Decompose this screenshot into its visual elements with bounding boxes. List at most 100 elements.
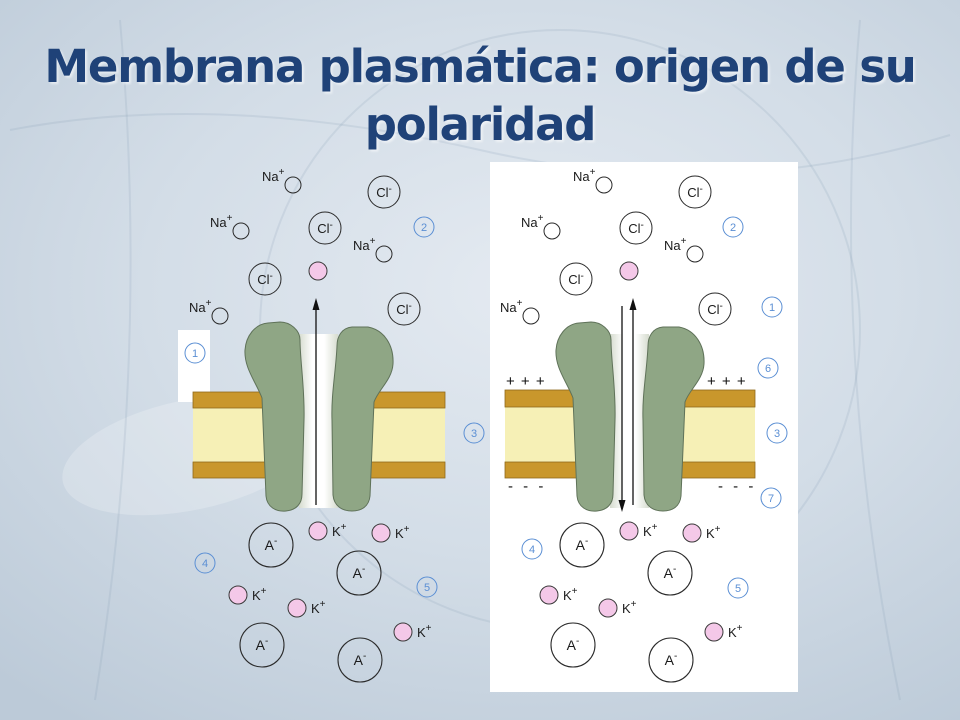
step-marker-number: 2 (421, 222, 427, 234)
sodium-symbol: Na (353, 238, 370, 253)
sodium-symbol: Na (210, 215, 227, 230)
step-marker-number: 3 (774, 428, 780, 440)
anion-symbol: A (256, 637, 266, 653)
potassium-charge: + (426, 623, 432, 634)
ions: Na+Na+Na+Na+Cl-Cl-Cl-Cl-A-A-A-A-K+K+K+K+… (500, 167, 743, 683)
anion-charge: - (674, 651, 677, 662)
chloride-symbol: Cl (376, 185, 388, 200)
sodium-charge: + (206, 298, 212, 309)
potassium-ion-circle (308, 521, 328, 541)
potassium-ion: K+ (682, 523, 721, 543)
chloride-ion-circle (248, 262, 282, 296)
chloride-symbol: Cl (628, 221, 640, 236)
potassium-symbol: K (643, 524, 652, 539)
potassium-label: K+ (395, 524, 410, 541)
chloride-ion: Cl- (387, 292, 421, 326)
chloride-symbol: Cl (317, 221, 329, 236)
sodium-ion-circle (543, 222, 561, 240)
potassium-symbol: K (332, 524, 341, 539)
ion-channel (555, 321, 705, 512)
sodium-symbol: Na (262, 169, 279, 184)
anion-label: A- (354, 651, 367, 668)
chloride-symbol: Cl (568, 272, 580, 287)
anion-circle (248, 522, 294, 568)
potassium-label: K+ (563, 586, 578, 603)
sodium-charge: + (681, 236, 687, 247)
chloride-ion: Cl- (248, 262, 282, 296)
step-marker-circle (766, 422, 788, 444)
sodium-ion: Na+ (353, 236, 393, 263)
potassium-ion-circle (371, 523, 391, 543)
anion-symbol: A (265, 537, 275, 553)
potassium-symbol: K (706, 526, 715, 541)
anion-charge: - (265, 636, 268, 647)
potassium-ion: K+ (539, 585, 578, 605)
chloride-charge: - (408, 301, 411, 312)
ion-particle (619, 261, 639, 281)
potassium-charge: + (652, 522, 658, 533)
anion-label: A- (567, 636, 580, 653)
chloride-charge: - (719, 301, 722, 312)
ion-particle (308, 261, 328, 281)
sketch-line (9, 113, 951, 176)
channel-subunit-left (244, 321, 305, 512)
sodium-label: Na+ (573, 167, 596, 184)
sodium-charge: + (517, 298, 523, 309)
channel-pore (610, 334, 649, 508)
potassium-ion-circle (682, 523, 702, 543)
chloride-charge: - (388, 184, 391, 195)
potassium-charge: + (737, 623, 743, 634)
anion: A- (648, 637, 694, 683)
step-marker: 2 (413, 216, 435, 238)
sodium-ion: Na+ (262, 167, 302, 194)
step-marker: 2 (722, 216, 744, 238)
chloride-label: Cl- (257, 271, 273, 287)
step-marker-circle (760, 487, 782, 509)
step-marker-number: 1 (192, 348, 198, 360)
inner-charge-left: - - - (508, 478, 546, 495)
flux-arrow-down (618, 306, 626, 512)
sodium-ion: Na+ (189, 298, 229, 325)
anion-label: A- (664, 564, 677, 581)
step-marker: 4 (521, 538, 543, 560)
potassium-charge: + (341, 522, 347, 533)
flux-arrow-up (629, 298, 637, 505)
anion: A- (337, 637, 383, 683)
potassium-label: K+ (311, 599, 326, 616)
step-marker-number: 2 (730, 222, 736, 234)
step-marker: 4 (194, 552, 216, 574)
chloride-symbol: Cl (257, 272, 269, 287)
step-marker-circle (416, 576, 438, 598)
sodium-charge: + (538, 213, 544, 224)
anion-charge: - (363, 651, 366, 662)
marker-backdrop (178, 330, 210, 402)
sodium-ion-circle (522, 307, 540, 325)
sodium-charge: + (370, 236, 376, 247)
potassium-label: K+ (622, 599, 637, 616)
anion-symbol: A (664, 565, 674, 581)
ion-channel (244, 321, 394, 512)
chloride-symbol: Cl (707, 302, 719, 317)
anion-label: A- (665, 651, 678, 668)
potassium-ion-circle (598, 598, 618, 618)
step-marker-circle (184, 342, 206, 364)
sodium-ion: Na+ (521, 213, 561, 240)
chloride-ion-circle (559, 262, 593, 296)
potassium-symbol: K (622, 601, 631, 616)
arrow-head (618, 500, 626, 512)
sodium-ion: Na+ (210, 213, 250, 240)
sodium-charge: + (227, 213, 233, 224)
anion-charge: - (362, 564, 365, 575)
step-marker: 5 (727, 577, 749, 599)
anion: A- (647, 550, 693, 596)
left-diagram: Na+Na+Na+Na+Cl-Cl-Cl-Cl-A-A-A-A-K+K+K+K+… (178, 167, 446, 683)
potassium-symbol: K (728, 625, 737, 640)
sodium-symbol: Na (664, 238, 681, 253)
step-marker: 5 (416, 576, 438, 598)
sketch-line (94, 19, 132, 701)
potassium-ion: K+ (228, 585, 267, 605)
sodium-symbol: Na (521, 215, 538, 230)
flux-arrow-up (312, 298, 320, 505)
